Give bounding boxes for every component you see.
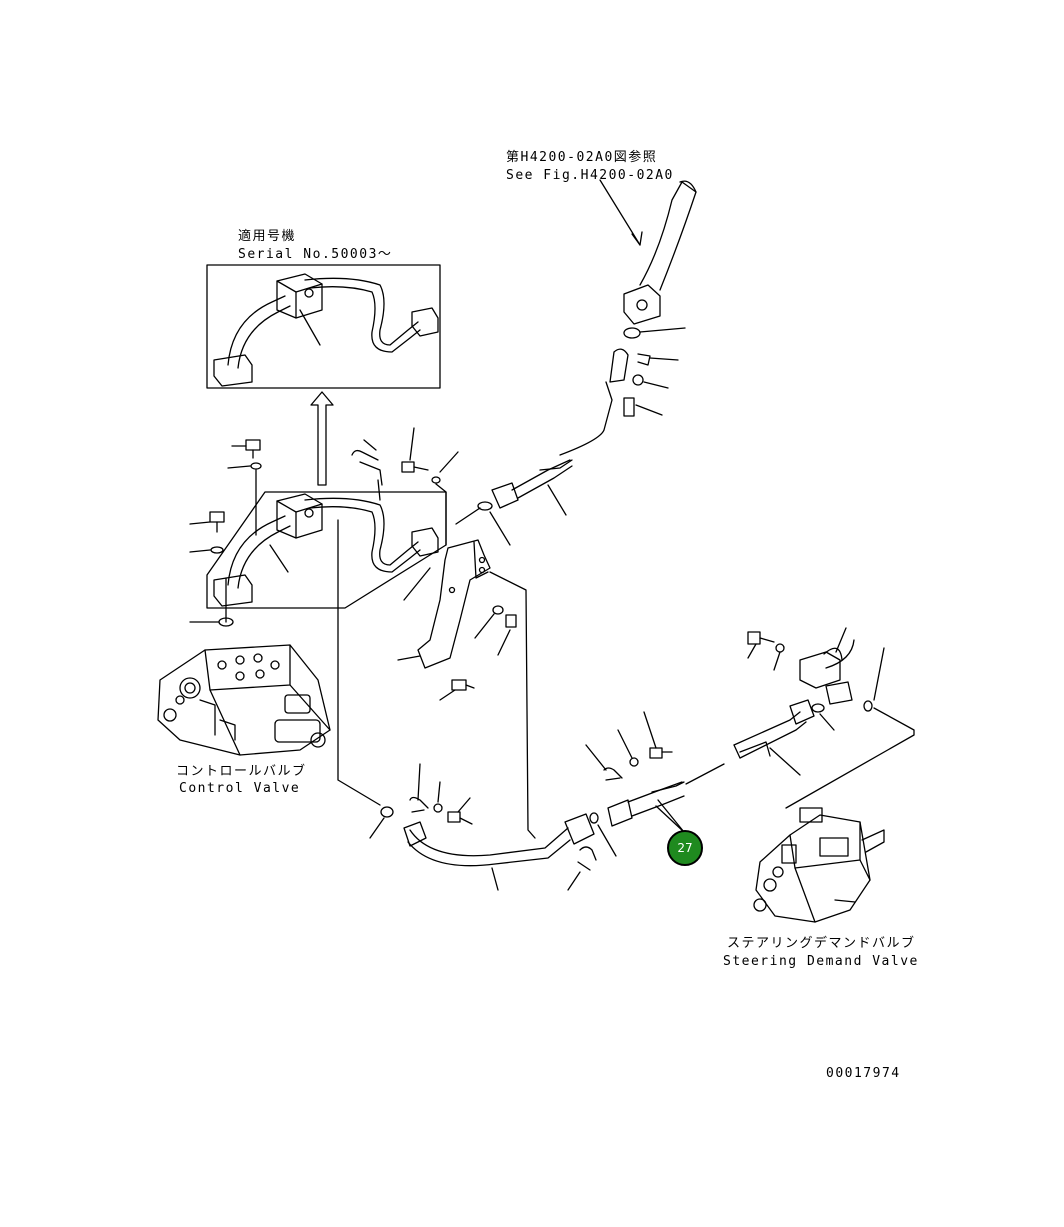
serial-label-jp: 適用号機 [238,229,297,244]
reference-label-jp: 第H4200-02A0図参照 [506,150,658,165]
bracket [397,539,536,839]
upper-hose [559,179,697,456]
lower-tube [337,519,617,891]
middle-hose [351,427,573,546]
serial-label-en: Serial No.50003～ [238,247,393,262]
steering-valve-sketch [753,807,885,923]
right-hose [585,627,915,833]
reference-label-en: See Fig.H4200-02A0 [506,168,674,183]
inset-variant-box [206,264,441,389]
part-callout-27[interactable]: 27 [667,830,703,866]
main-tube-assembly [189,439,447,627]
drawing-number: 00017974 [826,1066,901,1081]
callout-leader-27 [655,805,685,833]
steering-valve-label-jp: ステアリングデマンドバルブ [727,936,916,951]
control-valve-label-en: Control Valve [179,781,301,796]
variant-arrow [310,391,334,486]
steering-valve-label-en: Steering Demand Valve [723,954,919,969]
control-valve-sketch [157,644,331,756]
control-valve-label-jp: コントロールバルブ [176,764,307,779]
